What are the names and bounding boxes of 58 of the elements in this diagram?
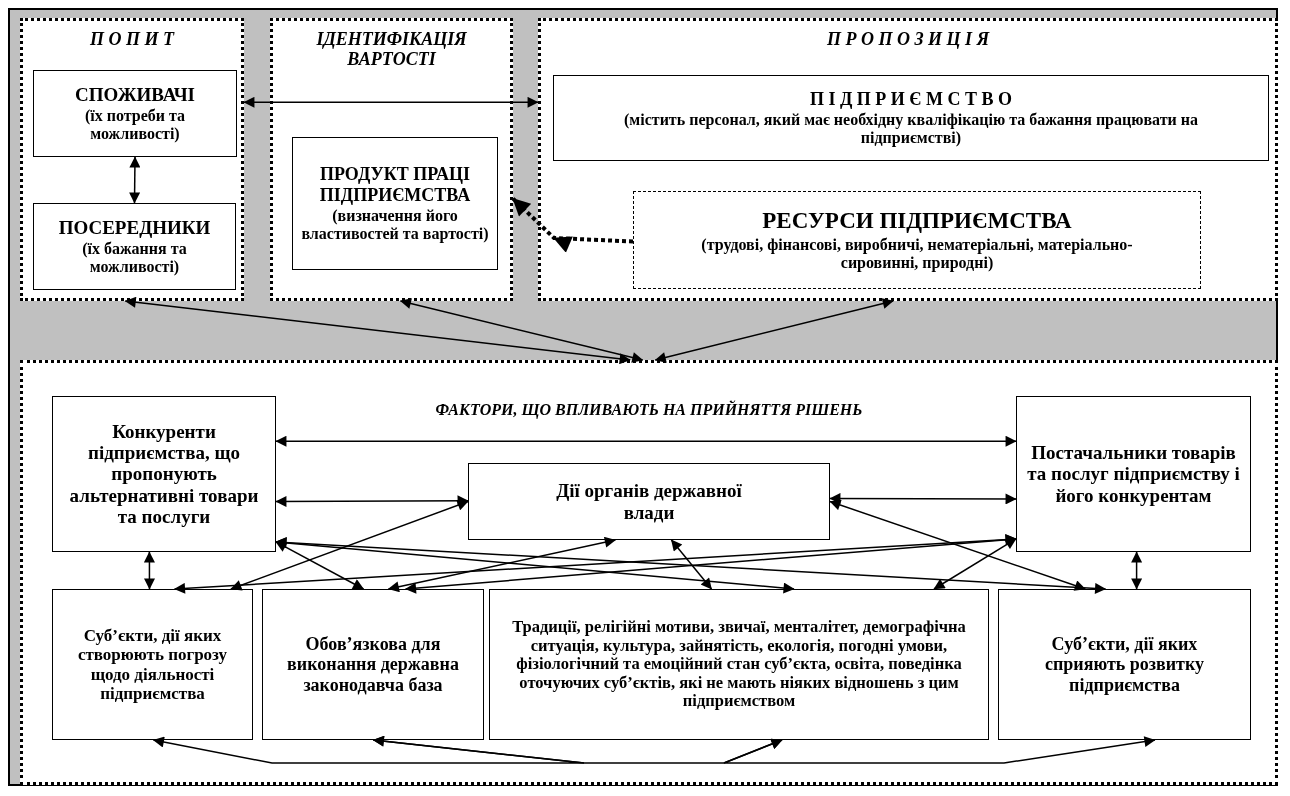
box-heading: РЕСУРСИ ПІДПРИЄМСТВА (762, 208, 1072, 234)
arrow (275, 435, 1017, 447)
box-text: (трудові, фінансові, виробничі, нематеріальні, матеріально-сировинні, природні) (700, 235, 1134, 272)
box-text: Дії органів державної влади (555, 480, 743, 523)
box-text: (містить персонал, який має необхідну кваліфікацію та бажання працювати на підприємстві) (623, 111, 1199, 147)
arrow (399, 298, 644, 363)
group-heading: П О П И Т (90, 29, 174, 50)
arrow (933, 538, 1017, 590)
box-text: (визначення його властивостей та вартості) (301, 206, 489, 243)
box-text: Суб’єкти, дії яких сприяють розвитку підприємства (1043, 634, 1206, 695)
arrow (404, 534, 1017, 594)
arrow (829, 499, 1087, 591)
box-text: (їх потреби та можливості) (83, 107, 187, 144)
process-box (33, 203, 236, 290)
arrow (275, 495, 469, 508)
box-text: Постачальники товарів та послуг підприємству і його конкурентам (1026, 442, 1241, 506)
arrow (152, 735, 585, 764)
group-panel (20, 360, 1278, 785)
process-box (33, 70, 237, 157)
group-heading: ІДЕНТИФІКАЦІЯ ВАРТОСТІ (315, 29, 468, 70)
arrow (143, 551, 155, 590)
arrow (387, 536, 617, 593)
arrow (275, 537, 1107, 594)
box-heading: СПОЖИВАЧІ (75, 83, 195, 106)
arrow (670, 539, 713, 590)
process-box (553, 75, 1269, 161)
process-box (52, 589, 253, 740)
group-heading: ФАКТОРИ, ЩО ВПЛИВАЮТЬ НА ПРИЙНЯТТЯ РІШЕНЬ (435, 401, 863, 419)
arrow (511, 197, 634, 253)
arrow (723, 736, 1156, 764)
process-box (468, 463, 830, 540)
arrow (230, 499, 469, 591)
arrow (275, 541, 365, 590)
arrow (129, 156, 141, 204)
box-heading: ПОСЕРЕДНИКИ (58, 216, 211, 239)
process-box (262, 589, 484, 740)
arrow (654, 298, 894, 363)
arrow (829, 492, 1017, 505)
box-heading: ПРОДУКТ ПРАЦІ ПІДПРИЄМСТВА (318, 164, 472, 205)
group-heading: П Р О П О З И Ц І Я (826, 29, 990, 50)
process-box (998, 589, 1251, 740)
group-panel (538, 18, 1278, 301)
group-panel (20, 18, 244, 301)
process-box (52, 396, 276, 552)
arrow (124, 296, 631, 365)
box-heading: П І Д П Р И Є М С Т В О (809, 89, 1013, 110)
arrow (243, 96, 539, 108)
group-panel (270, 18, 513, 301)
arrow (1131, 551, 1143, 590)
box-text: Обов’язкова для виконання державна законодавча база (286, 634, 460, 695)
process-box (633, 191, 1201, 289)
process-box (489, 589, 989, 740)
box-text: Суб’єкти, дії яких створюють погрозу щодо діяльності підприємства (76, 626, 229, 703)
box-text: (їх бажання та можливості) (81, 240, 188, 277)
process-box (1016, 396, 1251, 552)
box-text: Конкуренти підприємства, що пропонують альтернативні товари та послуги (68, 420, 260, 528)
process-box (292, 137, 498, 270)
box-text: Традиції, релігійні мотиви, звичаї, менталітет, демографічна ситуація, культура, зайнятість, екологія, погодні умови, фізіологічний та емоційний стан суб’єкта, освіта, поведінка оточуючих суб’єктів, які не мають ніяких відношень з цим підприємством (511, 618, 967, 711)
